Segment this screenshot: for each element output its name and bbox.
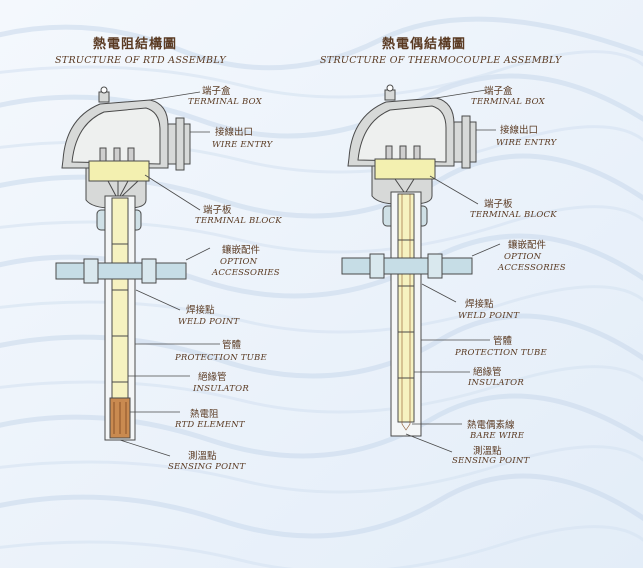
tc-label-option-en2: ACCESSORIES <box>498 263 566 273</box>
rtd-label-insulator-zh: 絕緣管 <box>198 372 227 383</box>
rtd-label-terminal-box-zh: 端子盒 <box>202 86 231 97</box>
tc-label-tube-en: PROTECTION TUBE <box>455 348 547 358</box>
tc-terminal-block-shape <box>374 158 436 180</box>
tc-label-terminal-block-en: TERMINAL BLOCK <box>470 210 557 220</box>
rtd-title-en: STRUCTURE OF RTD ASSEMBLY <box>55 55 226 66</box>
rtd-label-insulator-en: INSULATOR <box>193 384 249 394</box>
tc-label-option-en1: OPTION <box>504 252 542 262</box>
rtd-label-tube-zh: 管體 <box>222 340 242 351</box>
rtd-label-terminal-block-zh: 端子板 <box>203 205 232 216</box>
tc-label-terminal-block-zh: 端子板 <box>484 199 513 210</box>
rtd-label-element-en: RTD ELEMENT <box>175 420 245 430</box>
rtd-label-option-zh: 鑲嵌配件 <box>222 245 261 256</box>
rtd-label-sensing-en: SENSING POINT <box>168 462 246 472</box>
rtd-label-weld-en: WELD POINT <box>178 317 240 327</box>
tc-bare-wire-shape <box>401 194 411 431</box>
tc-label-bare-wire-en: BARE WIRE <box>470 431 525 441</box>
tc-title-en: STRUCTURE OF THERMOCOUPLE ASSEMBLY <box>320 55 562 66</box>
tc-label-sensing-zh: 測溫點 <box>473 446 502 457</box>
tc-label-option-zh: 鑲嵌配件 <box>508 240 547 251</box>
rtd-label-option-en1: OPTION <box>220 257 258 267</box>
rtd-label-element-zh: 熱電阻 <box>190 409 219 420</box>
rtd-title-zh: 熱電阻結構圖 <box>93 37 178 52</box>
rtd-label-terminal-block-en: TERMINAL BLOCK <box>195 216 282 226</box>
tc-label-weld-en: WELD POINT <box>458 311 520 321</box>
tc-label-terminal-box-en: TERMINAL BOX <box>471 97 545 107</box>
tc-option-accessories-shape <box>341 257 473 275</box>
tc-title-zh: 熱電偶結構圖 <box>382 37 467 52</box>
rtd-label-wire-entry-zh: 接線出口 <box>215 127 254 138</box>
rtd-label-tube-en: PROTECTION TUBE <box>175 353 267 363</box>
tc-label-tube-zh: 管體 <box>493 336 513 347</box>
rtd-label-option-en2: ACCESSORIES <box>212 268 280 278</box>
tc-label-terminal-box-zh: 端子盒 <box>484 86 513 97</box>
tc-label-insulator-en: INSULATOR <box>468 378 524 388</box>
tc-label-wire-entry-en: WIRE ENTRY <box>496 138 557 148</box>
rtd-label-wire-entry-en: WIRE ENTRY <box>212 140 273 150</box>
rtd-label-sensing-zh: 測溫點 <box>188 451 217 462</box>
tc-label-bare-wire-zh: 熱電偶素線 <box>467 420 515 431</box>
rtd-label-weld-zh: 焊接點 <box>186 305 215 316</box>
tc-label-insulator-zh: 絕緣管 <box>473 367 502 378</box>
tc-label-wire-entry-zh: 接線出口 <box>500 125 539 136</box>
tc-label-weld-zh: 焊接點 <box>465 299 494 310</box>
tc-label-sensing-en: SENSING POINT <box>452 456 530 466</box>
rtd-label-terminal-box-en: TERMINAL BOX <box>188 97 262 107</box>
